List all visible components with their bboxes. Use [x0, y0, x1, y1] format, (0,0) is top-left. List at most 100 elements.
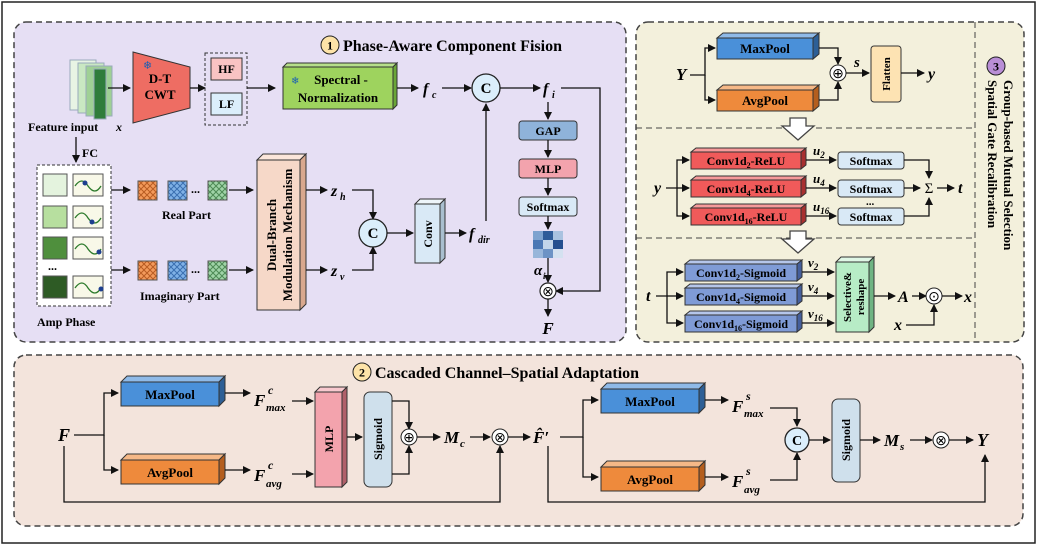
p3-softmax-1-label: Softmax — [850, 154, 893, 168]
p2-favg: F — [253, 466, 266, 485]
p2-maxpool2-block — [599, 381, 707, 415]
p3-Y-input: Y — [676, 65, 688, 84]
p3-y-input: y — [652, 180, 662, 197]
p3-conv-sig-2-label: Conv1d4-Sigmoid — [696, 290, 786, 306]
cwt-block — [132, 51, 191, 124]
p3-down-arrow-1 — [780, 117, 816, 141]
arrow-p2-sig-plus-bottom — [392, 445, 413, 475]
panel1-title: Phase-Aware Component Fision — [343, 38, 562, 55]
zv-sub: v — [340, 272, 345, 283]
cwt-line1: D-T — [149, 71, 172, 86]
p2-concat-label: C — [792, 434, 802, 449]
p3-selective-line2: reshape — [855, 279, 867, 316]
attention-weights-mosaic — [533, 231, 563, 258]
p2-avgpool-block — [119, 452, 227, 486]
p2-sigmoid-box — [363, 391, 393, 488]
p3-conv-relu-1 — [689, 146, 808, 171]
p2-F-input: F — [57, 425, 70, 445]
p2-fsmax: F — [731, 397, 744, 416]
hf-box — [210, 57, 243, 81]
p3-y-output: y — [926, 66, 936, 83]
p3-down-arrow-2 — [780, 230, 816, 254]
imag-ellipsis: ... — [191, 262, 200, 276]
panel-group-based: 3 Group-based Mutual Selection Spatial G… — [635, 21, 1025, 343]
arrow-zh-concat — [352, 189, 377, 220]
arrow-fi-multiply — [555, 87, 601, 295]
zh-var: z — [330, 183, 338, 200]
p2-fmax: F — [253, 391, 266, 410]
p3-softmax-3-label: Softmax — [850, 210, 893, 224]
arrow-p3-relu-3 — [676, 188, 690, 220]
arrow-p2-fsmax-concat — [770, 407, 801, 427]
p2-fsavg: F — [731, 472, 744, 491]
p3-selective-block — [834, 255, 876, 334]
p2-ms-sub: s — [899, 441, 904, 453]
p3-v2: v2 — [808, 255, 819, 272]
arrow-p3-avgpool-plus — [819, 81, 842, 101]
arrow-p2-avgpool2 — [582, 437, 599, 481]
panel-phase-aware: 1 Phase-Aware Component Fision Feature i… — [13, 21, 627, 343]
fc-sub: c — [432, 90, 437, 101]
arrow-p3-sig-1 — [656, 268, 684, 297]
p3-conv-sig-1 — [683, 258, 804, 283]
arrow-p3-sm1-sum — [904, 159, 933, 179]
fc-var: f — [423, 81, 430, 98]
p2-fsavg-sup: s — [745, 464, 751, 478]
p2-mlp-block — [313, 385, 349, 489]
dual-branch-line1: Dual-Branch — [264, 198, 279, 271]
p3-x-input: x — [893, 317, 902, 334]
p2-fprime: F̂′ — [532, 428, 549, 447]
spectral-line2: Normalization — [298, 90, 379, 105]
panel2-number-badge — [352, 362, 372, 382]
feature-input-var: x — [115, 120, 122, 134]
arrow-p3-x-dot — [906, 304, 938, 326]
p2-Y-output: Y — [977, 430, 990, 450]
p3-t-output: t — [958, 180, 963, 197]
p3-selective-line1: Selective& — [842, 272, 854, 322]
arrow-p3-maxpool — [690, 44, 716, 76]
real-part-tiles — [137, 180, 228, 201]
fi-sub: i — [552, 90, 555, 101]
spectral-line1: Spectral - — [314, 72, 368, 87]
panel3-title-line1: Group-based Mutual Selection — [1001, 80, 1016, 251]
p3-relu-ellipsis: ... — [732, 197, 741, 209]
mlp-label-1: MLP — [535, 162, 562, 176]
p2-mlp-label: MLP — [322, 426, 336, 453]
p3-conv-relu-2-label: Conv1d4-ReLU — [707, 182, 786, 198]
arrow-p3-sm3-sum — [904, 197, 933, 217]
panel3-number-badge — [986, 56, 1006, 76]
real-ellipsis: ... — [191, 182, 200, 196]
p3-conv-sig-2 — [683, 282, 804, 307]
p3-dot-symbol: ⊙ — [928, 290, 940, 305]
hf-label: HF — [218, 62, 235, 76]
concat-label-2: C — [368, 226, 379, 242]
p3-s-label: s — [853, 55, 860, 71]
p2-ms: M — [883, 431, 900, 450]
feature-input-stack — [69, 59, 113, 120]
gap-label: GAP — [535, 124, 560, 138]
p3-conv-relu-3-label: Conv1d16-ReLU — [705, 210, 788, 226]
cwt-line2: CWT — [144, 87, 175, 102]
hf-lf-group — [204, 52, 248, 126]
dual-branch-line2: Modulation Mechanism — [280, 169, 295, 302]
imag-part-tiles — [137, 260, 228, 281]
p3-conv-sig-1-label: Conv1d2-Sigmoid — [696, 266, 786, 282]
fc-label: FC — [82, 146, 98, 160]
p2-favg-sub: avg — [266, 478, 282, 490]
arrow-p2-maxpool — [74, 389, 119, 436]
p2-fsavg-sub: avg — [744, 484, 760, 496]
p2-avgpool2-block — [599, 459, 707, 493]
p3-plus-symbol: ⊕ — [832, 67, 844, 82]
p3-u2: u2 — [813, 143, 825, 160]
p2-fmax-sup: c — [268, 383, 274, 397]
conv-block — [413, 197, 447, 265]
p3-u16: u16 — [813, 199, 830, 216]
p3-t-input: t — [646, 288, 651, 305]
arrow-p3-sig-3 — [666, 296, 684, 327]
arrow-p2-maxpool2 — [560, 396, 599, 438]
p3-softmax-ellipsis: ... — [866, 196, 875, 208]
p3-maxpool-block — [715, 31, 821, 61]
arrow-p2-sig-plus-top — [392, 400, 413, 430]
panel3-title-line2: Spatial Gate Recalibration — [985, 80, 1000, 229]
